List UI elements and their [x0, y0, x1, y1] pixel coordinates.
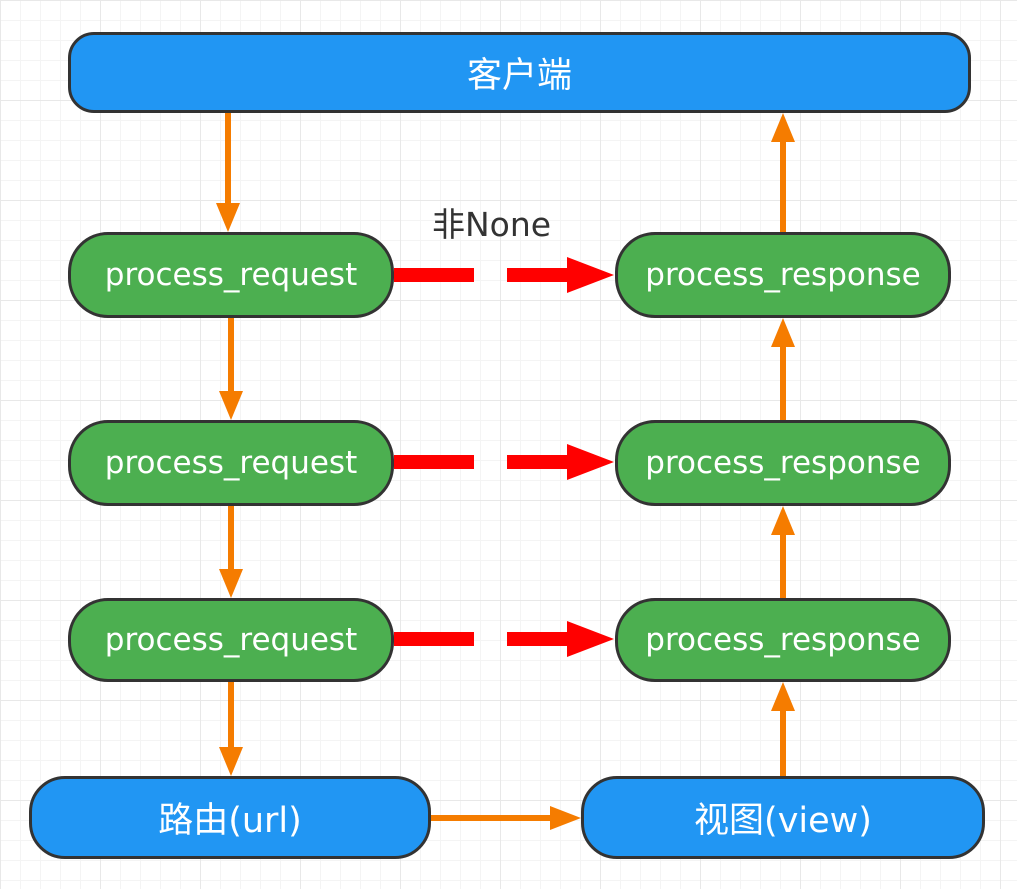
down-arrow-request-2-to-request-3: [219, 506, 243, 598]
non-none-edge-label: 非None: [432, 205, 552, 244]
process-response-label: process_response: [645, 445, 921, 481]
process-request-node-1: process_request: [68, 232, 394, 318]
process-request-label: process_request: [104, 445, 358, 481]
process-response-node-2: process_response: [615, 420, 951, 506]
view-node: 视图(view): [581, 776, 985, 859]
short-circuit-arrow-1: [394, 257, 614, 293]
process-request-node-2: process_request: [68, 420, 394, 506]
client-node: 客户端: [68, 32, 971, 113]
right-arrow-router-to-view: [431, 806, 581, 830]
down-arrow-request-1-to-request-2: [219, 318, 243, 420]
process-response-label: process_response: [645, 622, 921, 658]
router-label: 路由(url): [158, 801, 302, 841]
process-request-label: process_request: [104, 257, 358, 293]
process-request-label: process_request: [104, 622, 358, 658]
down-arrow-client-to-request-1: [216, 113, 240, 232]
process-response-node-3: process_response: [615, 598, 951, 682]
process-request-node-3: process_request: [68, 598, 394, 682]
router-node: 路由(url): [29, 776, 431, 859]
up-arrow-view-to-response-3: [771, 682, 795, 776]
up-arrow-response-3-to-response-2: [771, 506, 795, 598]
short-circuit-arrow-3: [394, 621, 614, 657]
client-label: 客户端: [466, 56, 572, 96]
process-response-node-1: process_response: [615, 232, 951, 318]
up-arrow-response-1-to-client: [771, 113, 795, 232]
up-arrow-response-2-to-response-1: [771, 318, 795, 420]
process-response-label: process_response: [645, 257, 921, 293]
short-circuit-arrow-2: [394, 444, 614, 480]
view-label: 视图(view): [694, 801, 872, 841]
down-arrow-request-3-to-router: [219, 682, 243, 776]
